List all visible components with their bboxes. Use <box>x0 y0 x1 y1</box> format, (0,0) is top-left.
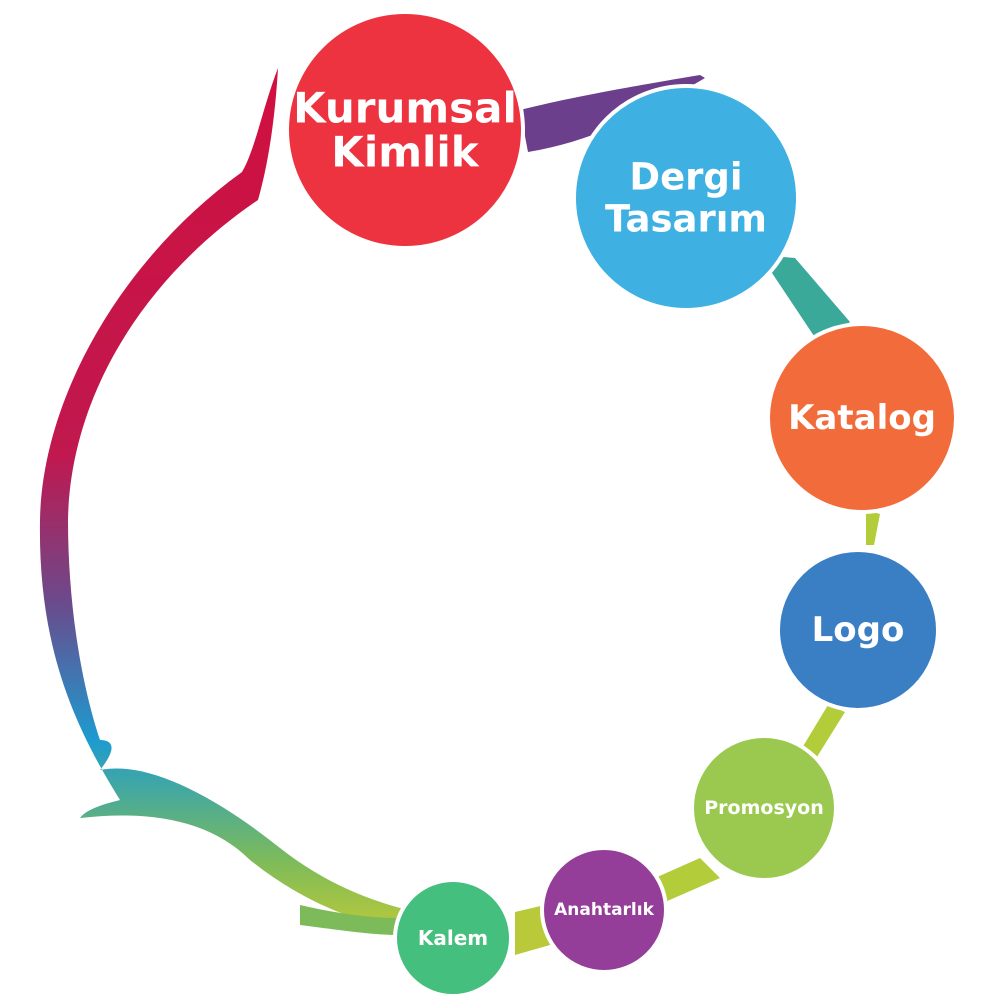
connector-promosyon-anahtarlik <box>655 858 720 902</box>
node-label-katalog-0: Katalog <box>788 398 936 438</box>
ring-bottom-tail <box>300 905 400 935</box>
node-kalem: Kalem <box>393 878 513 998</box>
node-label-kurumsal-kimlik-0: Kurumsal <box>293 84 517 133</box>
node-circle-kurumsal-kimlik <box>285 10 525 250</box>
node-label-kalem-0: Kalem <box>418 926 488 950</box>
node-circle-dergi-tasarim <box>572 84 800 312</box>
node-label-promosyon-0: Promosyon <box>704 797 823 819</box>
node-label-dergi-tasarim-0: Dergi <box>629 156 742 199</box>
node-circle-anahtarlik <box>540 846 668 974</box>
node-circle-promosyon <box>690 734 838 882</box>
connector-katalog-logo <box>866 510 880 545</box>
node-label-anahtarlik-0: Anahtarlık <box>554 900 654 920</box>
connector-dergi-katalog <box>760 255 850 345</box>
node-circle-kalem <box>393 878 513 998</box>
node-circle-katalog <box>766 322 958 514</box>
node-label-kurumsal-kimlik-1: Kimlik <box>331 128 479 177</box>
node-katalog: Katalog <box>766 322 958 514</box>
connector-logo-promosyon <box>802 705 845 760</box>
node-promosyon: Promosyon <box>690 734 838 882</box>
node-anahtarlik: Anahtarlık <box>540 846 668 974</box>
node-label-logo-0: Logo <box>812 610 905 650</box>
ring-left-arc <box>39 68 409 930</box>
node-label-dergi-tasarim-1: Tasarım <box>605 198 767 241</box>
node-circle-logo <box>776 548 940 712</box>
node-logo: Logo <box>776 548 940 712</box>
